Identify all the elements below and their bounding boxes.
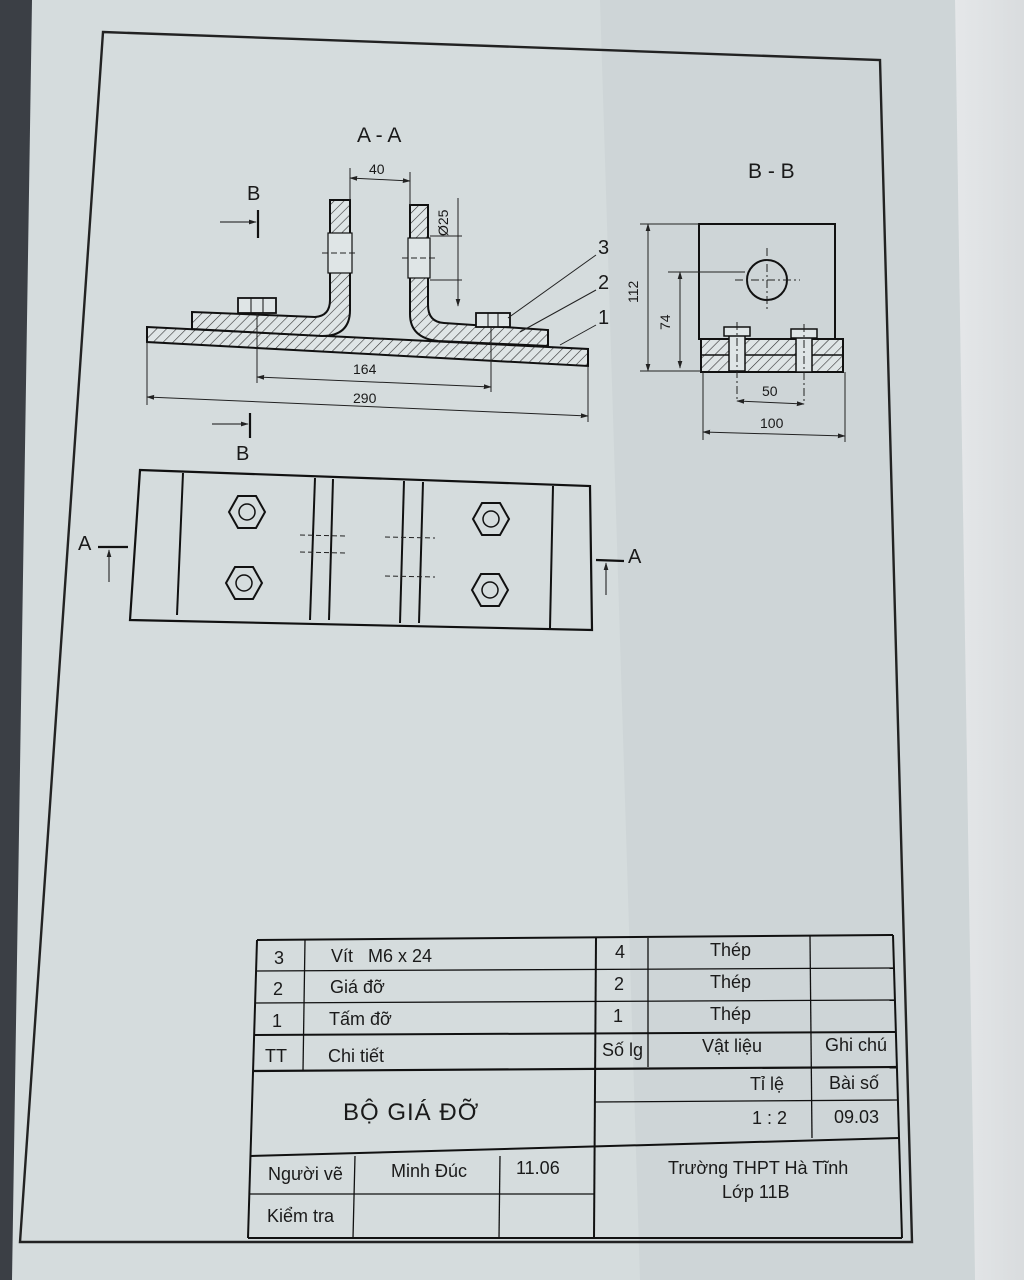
- row-2-qty: 2: [614, 974, 624, 994]
- dim-100: 100: [760, 415, 784, 431]
- callout-3: 3: [598, 237, 609, 259]
- dim-74: 74: [657, 314, 673, 330]
- row-2-name: Giá đỡ: [330, 977, 385, 997]
- cut-label-a-left: A: [78, 533, 92, 555]
- scale-value: 1 : 2: [752, 1108, 787, 1128]
- header-tt: TT: [265, 1046, 287, 1066]
- cut-label-a-right: A: [628, 546, 642, 568]
- hex-bolt-2: [224, 566, 264, 600]
- class-name: Lớp 11B: [722, 1182, 790, 1202]
- drawing-frame: [18, 30, 914, 1244]
- hex-bolt-1: [227, 495, 267, 529]
- header-qty: Số lg: [602, 1040, 643, 1060]
- hex-bolt-3: [471, 502, 511, 536]
- row-3-material: Thép: [710, 940, 751, 960]
- top-view-outline: [128, 468, 594, 632]
- drawer-name: Minh Đúc: [391, 1161, 467, 1181]
- cut-label-b-bottom: B: [236, 443, 249, 465]
- dim-50: 50: [762, 383, 778, 399]
- drawing-title: BỘ GIÁ ĐỠ: [343, 1098, 479, 1126]
- dim-164: 164: [353, 361, 377, 377]
- scale-label: Tỉ lệ: [750, 1074, 784, 1094]
- checker-label: Kiểm tra: [267, 1206, 335, 1226]
- hex-bolt-4: [470, 573, 510, 607]
- row-3-qty: 4: [615, 942, 625, 962]
- header-name: Chi tiết: [328, 1046, 384, 1066]
- cut-label-b-top: B: [247, 183, 260, 205]
- section-aa-label: A - A: [357, 124, 401, 147]
- number-label: Bài số: [829, 1073, 879, 1093]
- section-bb-label: B - B: [748, 160, 795, 183]
- row-1-qty: 1: [613, 1006, 623, 1026]
- dim-112: 112: [625, 280, 641, 303]
- screw-head-left: [237, 297, 277, 314]
- school-name: Trường THPT Hà Tĩnh: [668, 1158, 848, 1178]
- drawer-date: 11.06: [516, 1158, 560, 1178]
- right-bracket-section: [409, 204, 549, 348]
- row-3-name: Vít M6 x 24: [331, 946, 432, 966]
- row-1-material: Thép: [710, 1004, 751, 1024]
- header-material: Vật liệu: [702, 1036, 762, 1056]
- row-1-tt: 1: [272, 1011, 282, 1031]
- row-2-tt: 2: [273, 979, 283, 999]
- callout-1: 1: [598, 307, 609, 329]
- dim-290: 290: [353, 390, 377, 406]
- dim-40: 40: [369, 161, 385, 177]
- row-3-tt: 3: [274, 948, 284, 968]
- screw-head-right: [475, 312, 511, 328]
- dim-diameter-25: Ø25: [435, 209, 451, 236]
- number-value: 09.03: [834, 1107, 879, 1127]
- callout-2: 2: [598, 272, 609, 294]
- row-2-material: Thép: [710, 972, 751, 992]
- drawer-label: Người vẽ: [268, 1164, 343, 1184]
- header-note: Ghi chú: [825, 1035, 887, 1055]
- parts-list: [247, 934, 903, 1239]
- row-1-name: Tấm đỡ: [329, 1009, 392, 1029]
